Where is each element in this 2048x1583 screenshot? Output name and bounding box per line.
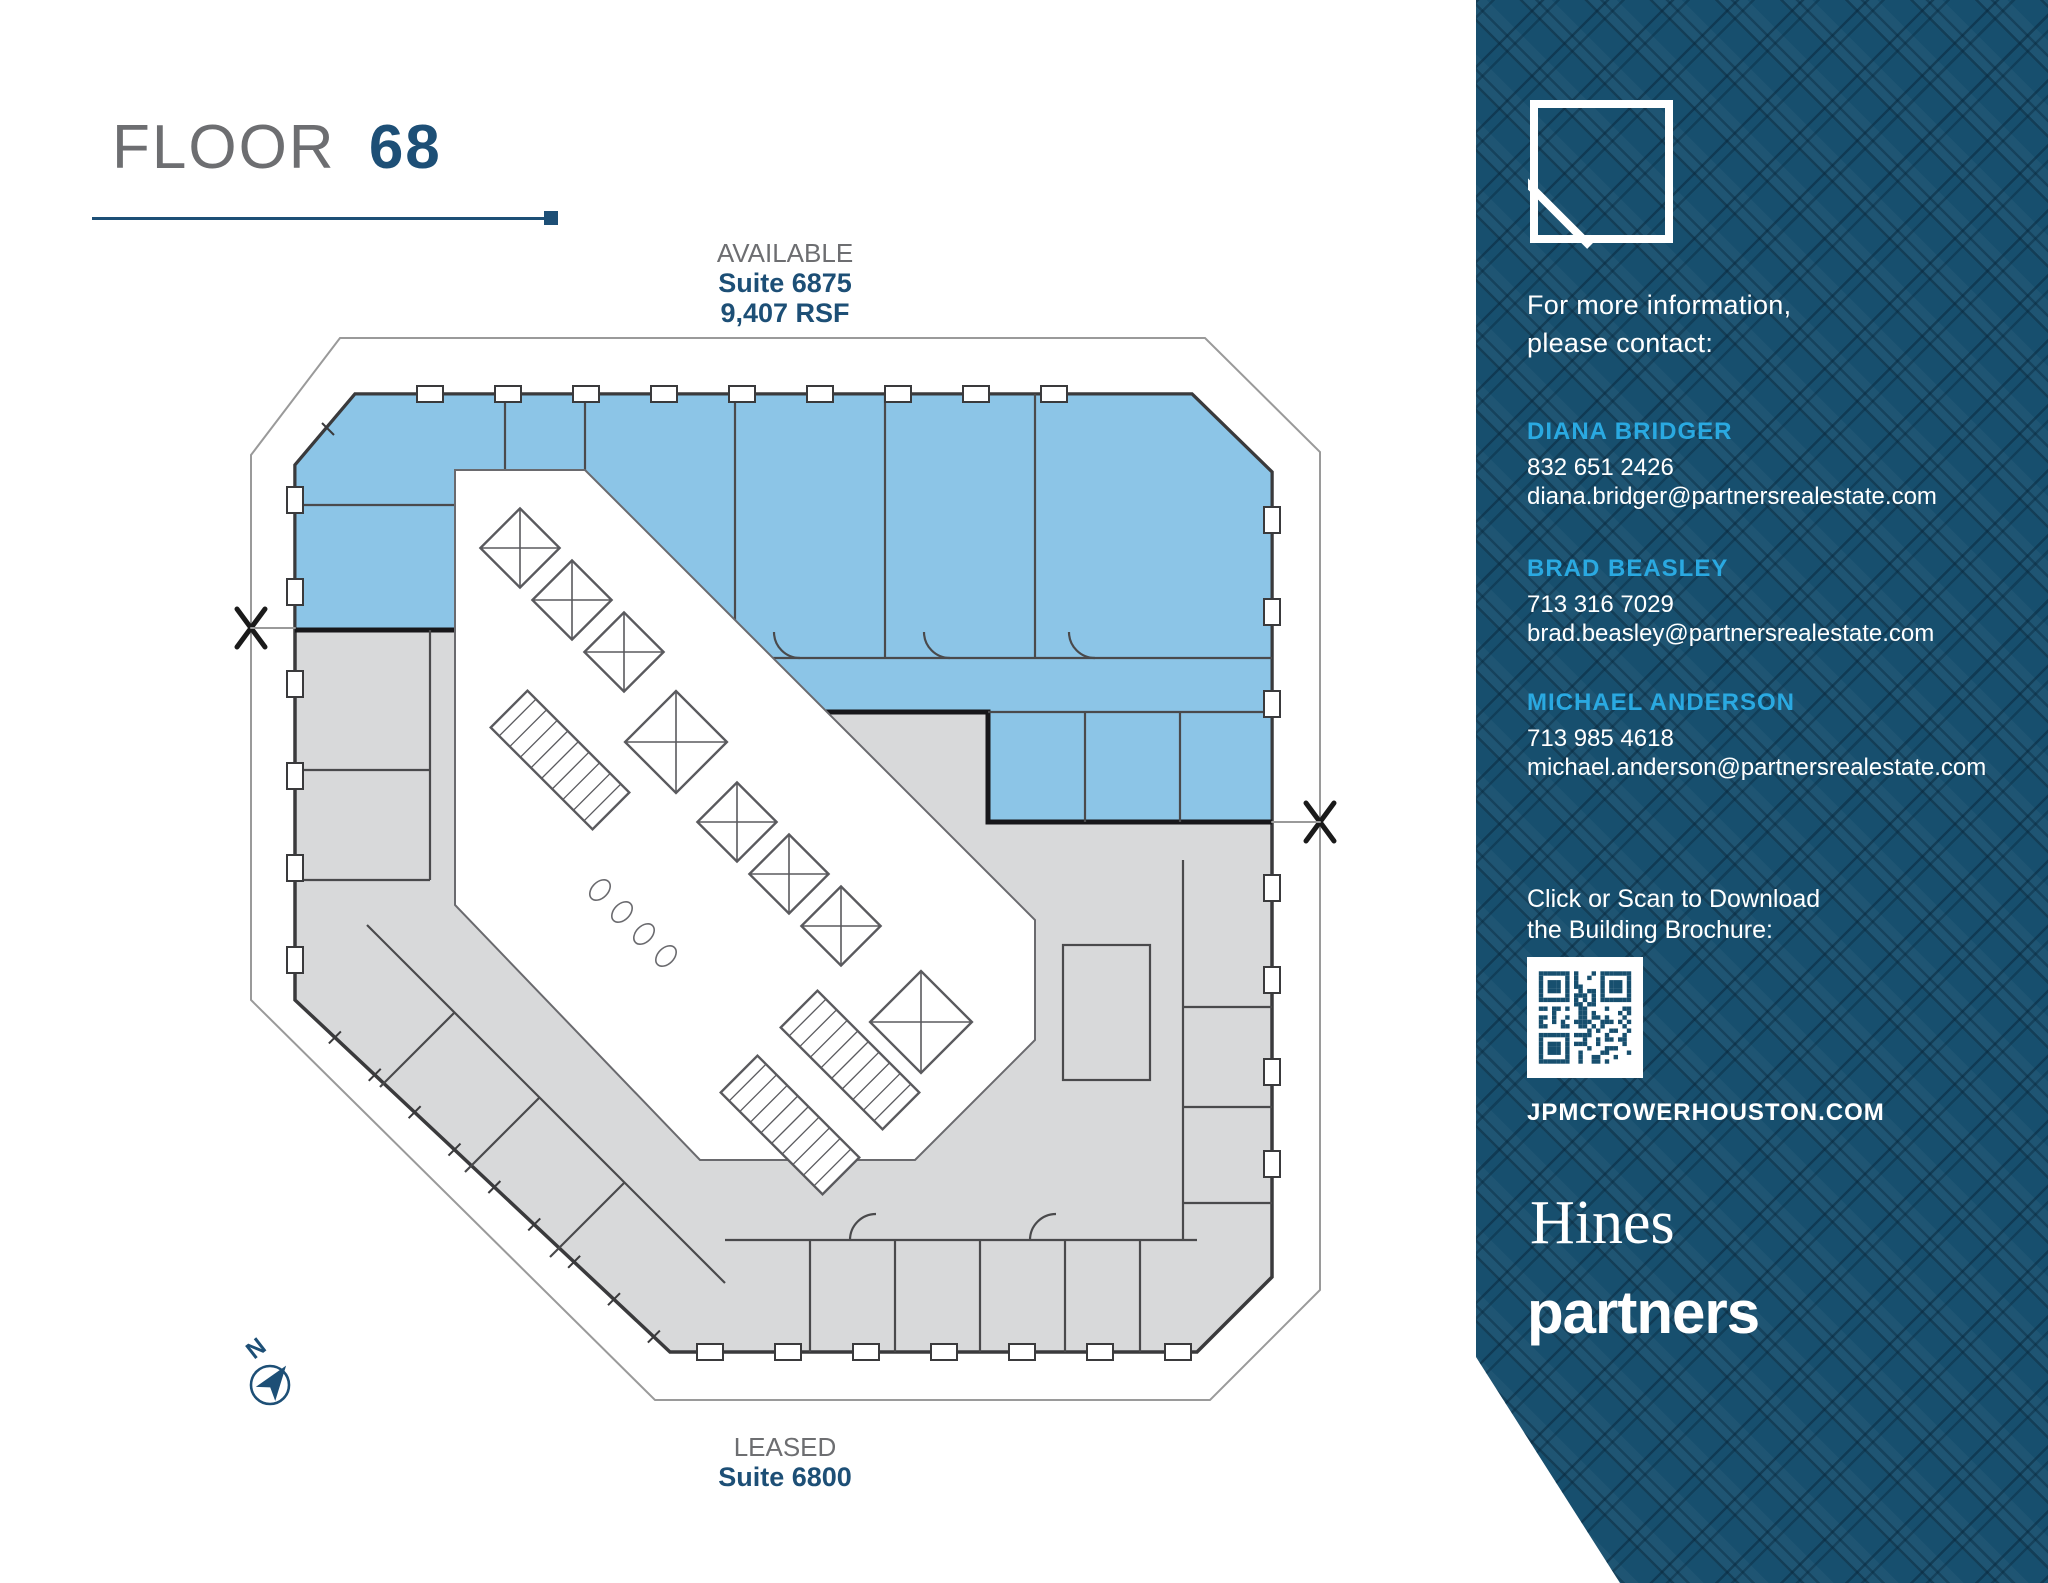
intro-line-2: please contact: xyxy=(1527,328,1714,358)
contact-card: MICHAEL ANDERSON 713 985 4618 michael.an… xyxy=(1527,689,1986,782)
contact-phone: 832 651 2426 xyxy=(1527,454,1674,481)
contact-name: DIANA BRIDGER xyxy=(1527,418,1733,445)
qr-code[interactable] xyxy=(1527,957,1643,1078)
sidebar-intro: For more information, please contact: xyxy=(1527,286,1791,362)
floor-plan: N xyxy=(234,337,1337,1406)
floor-number: 68 xyxy=(368,113,442,182)
contact-name: BRAD BEASLEY xyxy=(1527,555,1729,582)
north-arrow: N xyxy=(241,1333,291,1406)
building-logo-icon xyxy=(1528,100,1673,249)
available-label: AVAILABLE Suite 6875 9,407 RSF xyxy=(717,238,853,328)
north-label: N xyxy=(241,1333,271,1365)
contact-email[interactable]: michael.anderson@partnersrealestate.com xyxy=(1527,754,1987,781)
leased-label: LEASED Suite 6800 xyxy=(718,1432,852,1492)
info-sidebar: For more information, please contact: DI… xyxy=(1476,0,2048,1583)
contact-email[interactable]: diana.bridger@partnersrealestate.com xyxy=(1527,483,1937,510)
hines-logo: Hines xyxy=(1530,1189,1675,1257)
leased-status: LEASED xyxy=(733,1432,837,1462)
contact-card: BRAD BEASLEY 713 316 7029 brad.beasley@p… xyxy=(1527,555,1934,648)
underline-endcap xyxy=(544,211,558,225)
demising-markers xyxy=(234,606,1337,844)
available-status: AVAILABLE xyxy=(716,238,854,268)
title-underline xyxy=(92,211,558,225)
contact-phone: 713 985 4618 xyxy=(1527,725,1674,752)
contact-name: MICHAEL ANDERSON xyxy=(1527,689,1796,716)
contact-email[interactable]: brad.beasley@partnersrealestate.com xyxy=(1527,620,1935,647)
leased-suite: Suite 6800 xyxy=(718,1462,852,1492)
partners-logo: partners xyxy=(1527,1279,1760,1346)
available-rsf: 9,407 RSF xyxy=(720,298,850,328)
restroom-fixtures xyxy=(589,879,677,967)
intro-line-1: For more information, xyxy=(1527,290,1792,320)
floor-label: FLOOR xyxy=(112,113,336,182)
outer-outline xyxy=(250,337,1321,1401)
available-suite: Suite 6875 xyxy=(718,268,852,298)
contact-card: DIANA BRIDGER 832 651 2426 diana.bridger… xyxy=(1527,418,1937,511)
page-title: FLOOR 68 xyxy=(112,112,442,183)
qr-caption-line-1: Click or Scan to Download xyxy=(1527,885,1821,913)
leased-partitions xyxy=(295,630,1272,1352)
window-mullions xyxy=(286,385,1281,1361)
qr-caption-line-2: the Building Brochure: xyxy=(1527,916,1773,944)
website-link[interactable]: JPMCTOWERHOUSTON.COM xyxy=(1527,1099,1885,1126)
elevator-core xyxy=(454,469,1036,1196)
contact-phone: 713 316 7029 xyxy=(1527,591,1674,618)
qr-caption: Click or Scan to Download the Building B… xyxy=(1527,884,1820,946)
